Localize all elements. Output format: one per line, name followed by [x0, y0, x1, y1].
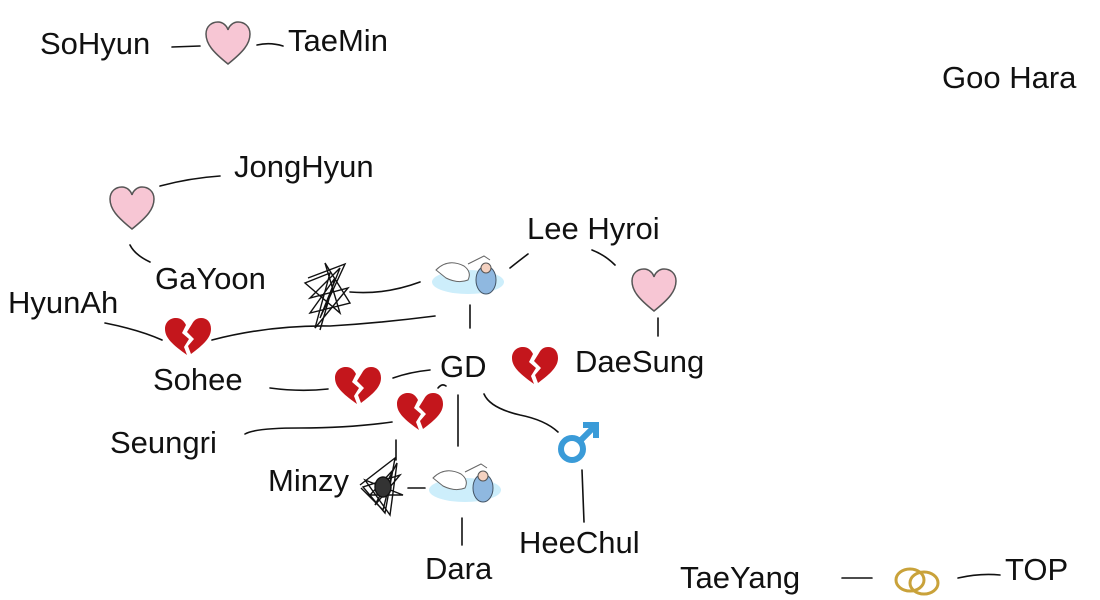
male-symbol-icon	[558, 422, 599, 463]
label-minzy: Minzy	[268, 463, 349, 498]
label-lee-hyroi: Lee Hyroi	[527, 211, 660, 246]
label-daesung: DaeSung	[575, 344, 705, 379]
label-taemin: TaeMin	[288, 23, 388, 58]
stork-baby-icon	[429, 463, 501, 503]
broken-heart-icon	[397, 393, 443, 430]
label-heechul: HeeChul	[519, 525, 640, 560]
label-jonghyun: JongHyun	[234, 149, 374, 184]
label-seungri: Seungri	[110, 425, 217, 460]
label-sohyun: SoHyun	[40, 26, 151, 61]
scribble-icon	[359, 456, 404, 517]
label-dara: Dara	[425, 551, 493, 586]
label-gayoon: GaYoon	[155, 261, 266, 296]
label-sohee: Sohee	[153, 362, 243, 397]
label-hyunah: HyunAh	[8, 285, 119, 320]
label-top: TOP	[1005, 552, 1069, 587]
scribble-icon	[303, 262, 352, 331]
heart-icon	[109, 186, 155, 230]
label-gd: GD	[440, 349, 487, 384]
broken-heart-icon	[335, 367, 381, 404]
broken-heart-icon	[512, 347, 558, 384]
broken-heart-icon	[165, 318, 211, 355]
stork-baby-icon	[432, 255, 504, 295]
label-taeyang: TaeYang	[680, 560, 801, 595]
label-goo-hara: Goo Hara	[942, 60, 1077, 95]
heart-icon	[205, 21, 251, 65]
wedding-rings-icon	[894, 567, 940, 596]
heart-icon	[631, 268, 677, 312]
